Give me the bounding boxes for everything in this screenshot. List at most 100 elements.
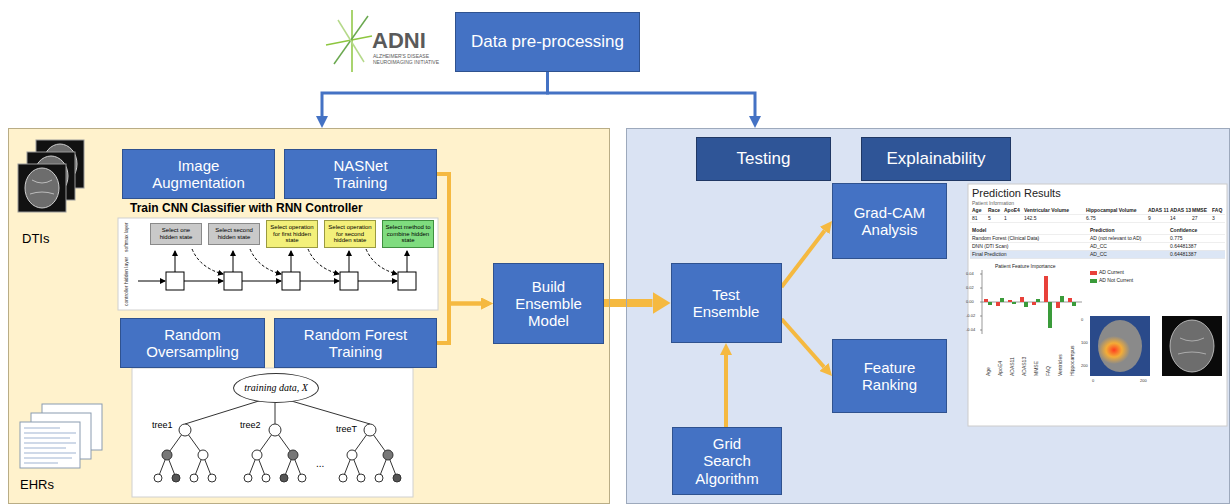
label-text: Prediction Results [972,187,1061,200]
random-forest-illustration [280,474,288,482]
random-forest-illustration [132,368,413,497]
rnn-controller-illustration [407,251,408,272]
controller-step-box: Select method to combine hidden state [382,220,434,249]
connector-arrow [437,304,481,344]
rnn-controller-illustration [138,281,165,282]
label-text: 0.775 [1170,236,1183,242]
random-forest-illustration [375,474,383,482]
label-text: tree1 [152,420,173,430]
random-forest-illustration [383,450,393,460]
legend-text: AD Not Current [1099,278,1133,284]
label-text: Final Prediction [972,252,1006,258]
rnn-controller-illustration [192,249,223,274]
panel: TestingExplainabilityTest EnsembleGrad-C… [626,128,1230,504]
random-forest-illustration [393,474,401,482]
box-label: NASNet Training [305,157,416,192]
label-text: Hippocampal Volume [1086,208,1136,214]
label-text: Patient Feature Importance [995,264,1056,270]
dti-scan-stack [25,168,59,208]
prediction-screenshot [1000,298,1004,302]
box-label: Data pre-processing [471,32,624,52]
rnn-controller-illustration [233,251,234,272]
label-text: DNN (DTI Scan) [972,244,1008,250]
prediction-screenshot [1056,302,1060,308]
label-text: DTIs [22,232,49,247]
prediction-screenshot [970,215,1225,259]
controller-step-box: Select operation for first hidden state [266,220,318,249]
random-forest-illustration [364,424,376,436]
box-label: Testing [737,149,791,169]
prediction-screenshot [1162,316,1222,376]
box-label: training data, X [244,382,308,394]
connector-arrow [604,299,653,307]
prediction-screenshot [1020,297,1024,302]
data-circle: training data, X [233,373,319,403]
label-text: Ventricles [1058,354,1064,376]
label-text: 27 [1192,216,1198,222]
label-text: NEUROIMAGING INITIATIVE [373,60,439,66]
rnn-controller-illustration [184,281,223,282]
random-forest-illustration [172,474,180,482]
random-forest-illustration [252,450,262,460]
label-text: 1 [1004,216,1007,222]
random-forest-illustration [343,430,397,478]
random-forest-illustration [248,430,302,478]
prediction-screenshot [1032,302,1036,305]
label-text: ADAS 13 [1170,208,1191,214]
random-forest-illustration [298,474,306,482]
label-text: Patient Information [972,201,1014,207]
box-label: Random Forest Training [295,326,416,361]
label-text: ApoE4 [1004,208,1020,214]
random-forest-illustration [262,474,270,482]
panel-fill [8,128,610,504]
label-text: ApoE4 [998,361,1004,376]
random-forest-illustration [339,474,347,482]
prediction-screenshot [984,299,988,302]
label-text: ADAS11 [1010,357,1016,376]
random-forest-illustration [190,474,198,482]
label-text: treeT [336,424,357,434]
random-forest-illustration [347,450,357,460]
adni-logo [334,16,368,64]
box-label: Select one hidden state [153,227,199,241]
random-forest-illustration [269,424,281,436]
box-label: Random Oversampling [141,326,244,361]
legend-swatch [1090,279,1097,283]
label-text: AD_CC [1090,244,1107,250]
label-text: 0 [1092,379,1094,384]
panel-fill [626,128,1230,504]
random-forest-illustration [357,474,365,482]
random-forest-illustration [208,474,216,482]
random-forest-illustration [288,450,298,460]
legend-text: AD Current [1099,270,1124,276]
process-box: Grid Search Algorithm [672,427,782,495]
label-text: 142.5 [1024,216,1037,222]
ehr-document-stack [20,422,80,468]
box-label: Select method to combine hidden state [385,224,431,245]
label-text: Race [988,208,1000,214]
box-label: Explainability [886,149,985,169]
label-text: ALZHEIMER'S DISEASE [373,54,429,60]
label-text: 6.75 [1086,216,1096,222]
random-forest-illustration [179,424,191,436]
label-text: Age [986,367,992,376]
process-box: NASNet Training [284,149,437,200]
prediction-screenshot [996,302,1000,306]
prediction-screenshot [1178,338,1206,354]
prediction-screenshot [980,274,982,330]
box-label: Feature Ranking [853,359,926,394]
process-box: Test Ensemble [671,263,782,343]
label-text: -0.02 [966,314,975,319]
label-text: MMSE [1192,208,1207,214]
label-text: 5 [988,216,991,222]
label-text: Model [972,228,986,234]
random-forest-illustration [158,430,212,478]
controller-step-box: Select one hidden state [150,223,202,245]
label-text: -0.04 [966,328,975,333]
label-text: Random Forest (Clinical Data) [972,236,1039,242]
connector-arrow [724,355,728,427]
prediction-screenshot [1048,302,1052,328]
label-text: Age [972,208,981,214]
